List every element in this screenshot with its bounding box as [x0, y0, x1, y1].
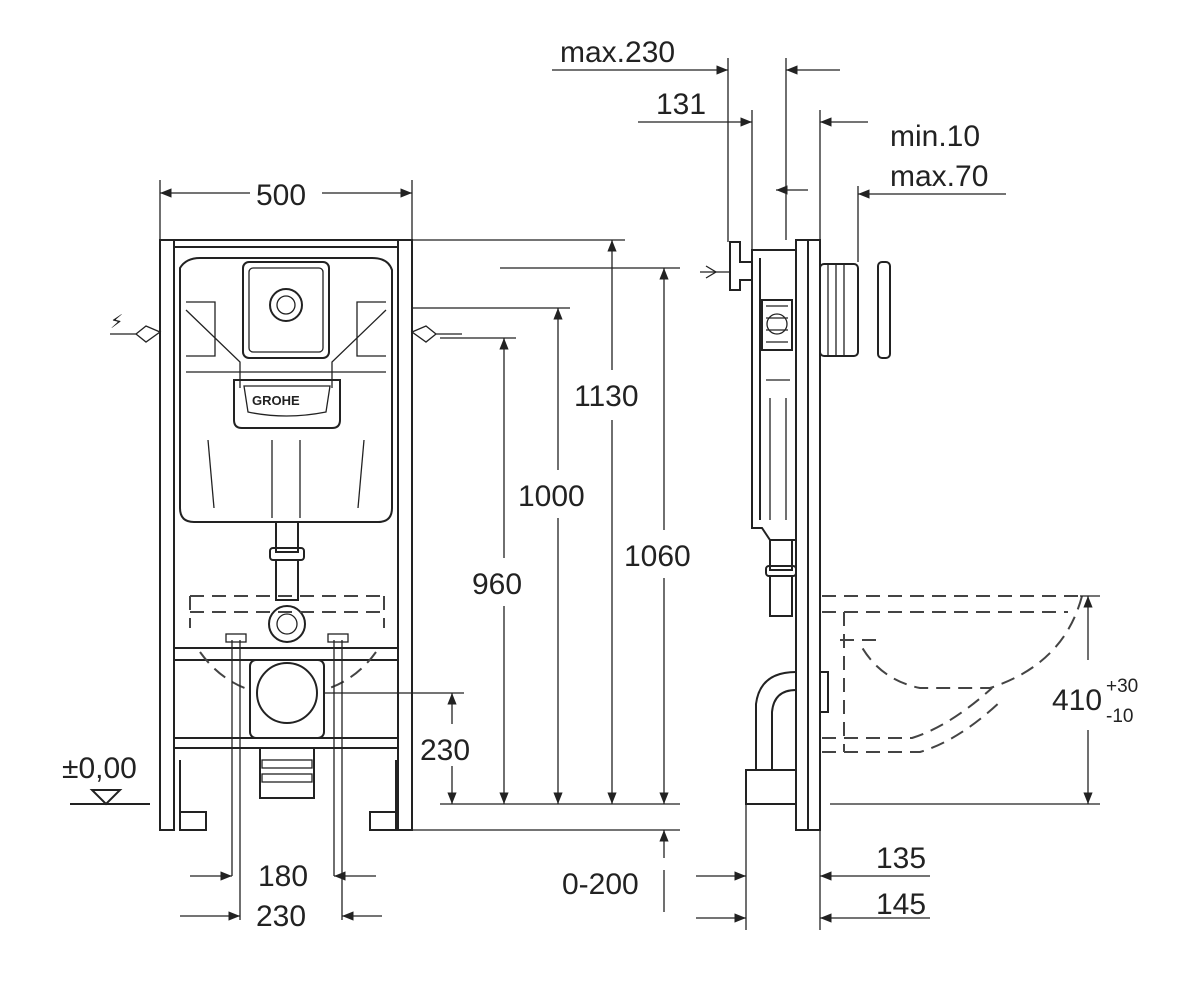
svg-text:±0,00: ±0,00 — [62, 752, 137, 785]
dimension-1130: 1130 — [574, 240, 639, 804]
dimension-960: 960 — [472, 338, 522, 804]
svg-text:180: 180 — [258, 860, 308, 893]
dimension-410: 410 +30 -10 — [1052, 596, 1138, 804]
side-cistern — [700, 241, 797, 541]
bowl-outline-front — [189, 595, 385, 691]
height-dimensions: 1130 1060 1000 960 230 0-200 — [324, 239, 691, 912]
dimension-wall-thickness: min.10 max.70 — [819, 110, 1006, 262]
dimension-1000: 1000 — [518, 308, 585, 804]
waste-outlet — [249, 659, 325, 799]
dimension-180: 180 — [190, 860, 376, 893]
svg-text:131: 131 — [656, 88, 706, 121]
svg-text:410: 410 — [1052, 684, 1102, 717]
svg-text:+30: +30 — [1106, 676, 1138, 697]
dimension-131: 131 — [638, 88, 808, 250]
side-flush-plate — [819, 261, 891, 359]
svg-text:230: 230 — [256, 900, 306, 933]
side-frame — [795, 239, 821, 831]
dimension-max230: max.230 — [552, 36, 840, 242]
side-waste-elbow — [745, 671, 829, 805]
dimension-1060: 1060 — [624, 268, 691, 804]
dimension-0-200: 0-200 — [562, 830, 669, 912]
svg-text:230: 230 — [420, 734, 470, 767]
front-view: GROHE ⚡ — [62, 179, 462, 933]
svg-text:135: 135 — [876, 842, 926, 875]
side-flush-pipe — [765, 539, 797, 617]
svg-text:1000: 1000 — [518, 480, 585, 513]
svg-text:1130: 1130 — [574, 380, 639, 413]
flush-pipe — [268, 521, 306, 643]
dimension-230-waste: 230 — [420, 693, 470, 804]
frame-posts — [159, 239, 413, 831]
svg-text:min.10: min.10 — [890, 120, 980, 153]
svg-text:1060: 1060 — [624, 540, 691, 573]
svg-text:0-200: 0-200 — [562, 868, 639, 901]
dimension-230-bottom: 230 — [180, 900, 382, 933]
side-view: 410 +30 -10 max.230 131 min.10 max.70 — [552, 36, 1138, 930]
dimension-500: 500 — [159, 179, 413, 240]
svg-text:⚡: ⚡ — [110, 312, 123, 333]
cistern: GROHE ⚡ — [110, 257, 462, 523]
brand-logo: GROHE — [252, 393, 300, 408]
svg-text:-10: -10 — [1106, 706, 1133, 727]
svg-text:500: 500 — [256, 179, 306, 212]
dimension-135: 135 — [696, 804, 930, 930]
floor-level-mark: ±0,00 — [62, 752, 150, 806]
svg-text:145: 145 — [876, 888, 926, 921]
svg-text:max.230: max.230 — [560, 36, 675, 69]
dimension-145: 145 — [696, 888, 930, 923]
side-bowl-outline — [822, 595, 1083, 753]
svg-text:max.70: max.70 — [890, 160, 988, 193]
svg-text:960: 960 — [472, 568, 522, 601]
